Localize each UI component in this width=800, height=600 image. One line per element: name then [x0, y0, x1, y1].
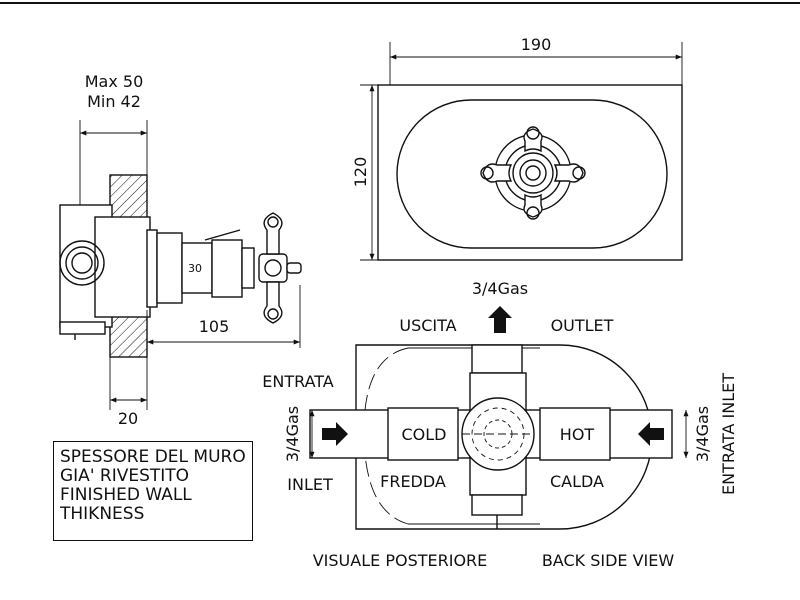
inlet-left-size: 3/4Gas — [283, 406, 302, 462]
hot-label-it: CALDA — [550, 472, 604, 491]
note-line-2: GIA' RIVESTITO — [60, 466, 190, 486]
length-dimension-label: 105 — [199, 317, 230, 336]
plate-oval — [396, 99, 668, 249]
max-depth-label: Max 50 — [85, 72, 144, 91]
dial-mark: 30 — [188, 262, 202, 275]
wall-thickness-note: SPESSORE DEL MURO GIA' RIVESTITO FINISHE… — [53, 441, 253, 541]
outlet-label-en: OUTLET — [551, 316, 614, 335]
height-dimension-label: 120 — [351, 157, 370, 188]
view-caption-it: VISUALE POSTERIORE — [313, 551, 488, 570]
outlet-arrow — [488, 306, 512, 333]
inlet-left-en: INLET — [287, 475, 333, 494]
inlet-right-label: ENTRATA INLET — [719, 373, 738, 495]
inlet-left-it: ENTRATA — [262, 372, 334, 391]
outlet-size-label: 3/4Gas — [472, 279, 528, 298]
cold-label: COLD — [402, 425, 447, 444]
cold-inlet-arrow — [322, 422, 348, 446]
front-plate-view: 190 120 — [351, 35, 683, 261]
cold-label-it: FREDDA — [380, 472, 446, 491]
cross-handle-side — [258, 212, 302, 324]
hot-label: HOT — [560, 425, 595, 444]
width-dimension-label: 190 — [521, 35, 552, 54]
inlet-right-size: 3/4Gas — [693, 406, 712, 462]
cross-handle-front — [480, 126, 586, 220]
hot-inlet-arrow — [638, 422, 664, 446]
wall-dimension-label: 20 — [118, 409, 138, 428]
note-line-1: SPESSORE DEL MURO — [60, 447, 246, 467]
side-section-view: Max 50 Min 42 30 105 — [59, 72, 302, 428]
view-caption-en: BACK SIDE VIEW — [542, 551, 675, 570]
plate-outline — [377, 84, 683, 261]
back-side-view: 3/4Gas USCITA OUTLET COLD HOT FREDDA CAL… — [262, 279, 738, 570]
note-line-3: FINISHED WALL — [60, 485, 192, 505]
note-line-4: THIKNESS — [60, 504, 145, 524]
min-depth-label: Min 42 — [87, 92, 141, 111]
outlet-label-it: USCITA — [399, 316, 456, 335]
